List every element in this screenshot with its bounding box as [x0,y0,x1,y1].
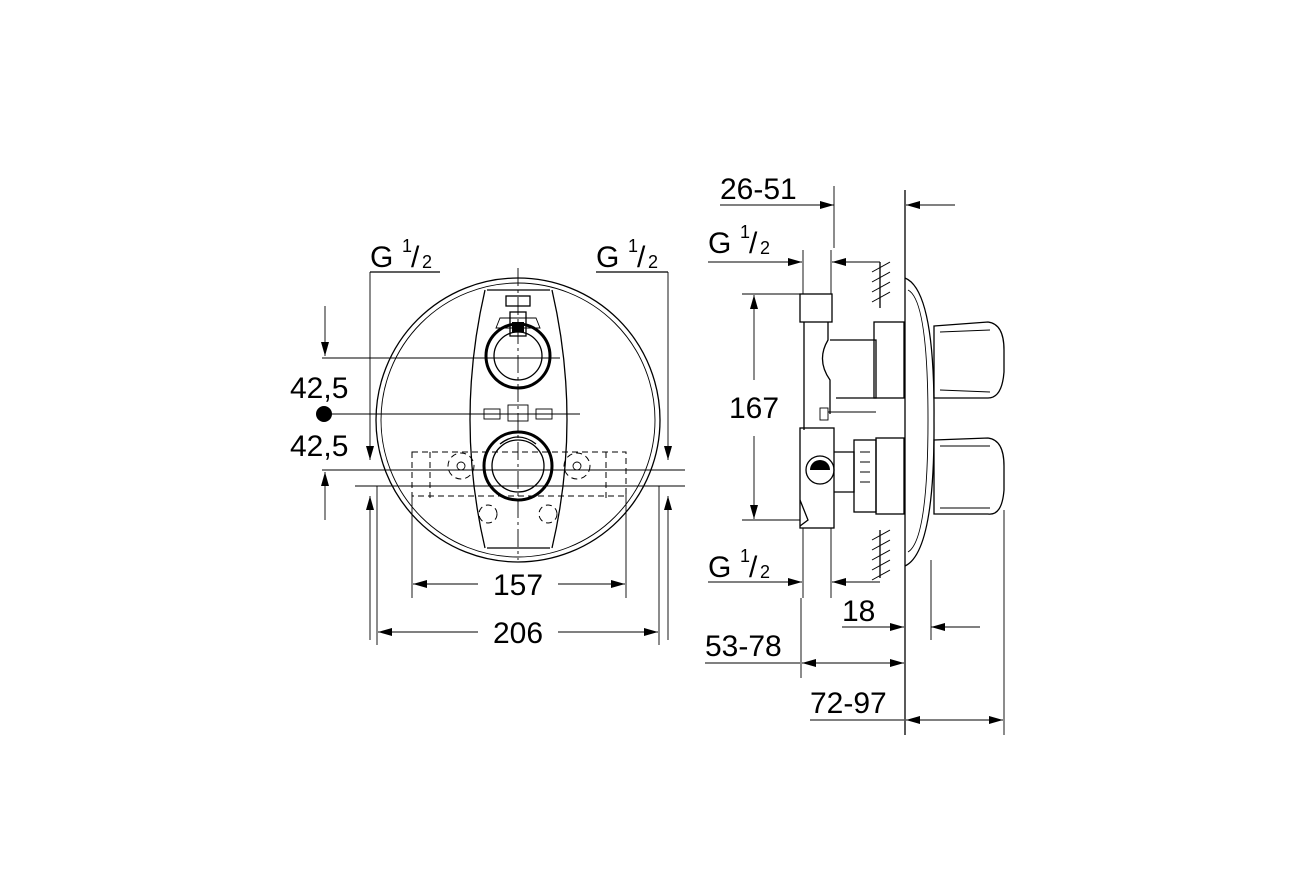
mounting-body-hidden [411,451,627,524]
upper-handle-profile [933,321,1005,399]
width-outer-label: 206 [493,617,543,650]
svg-text:/: / [637,241,646,274]
svg-text:/: / [411,241,420,274]
svg-text:2: 2 [760,562,770,582]
thread-label-bottom: G 1 / 2 [708,546,770,584]
svg-text:G: G [708,227,731,260]
center-point [316,406,332,422]
side-view: 26-51 G 1 / 2 167 G 1 / 2 18 [705,173,1005,735]
wall-hatching-bottom [871,529,891,581]
depth-a-label: 53-78 [705,630,782,663]
lower-handle-profile [933,437,1005,515]
rosette-profile [904,277,935,567]
svg-text:G: G [370,241,393,274]
svg-text:/: / [749,551,758,584]
thread-label-right: G 1 / 2 [596,236,668,274]
svg-text:2: 2 [422,252,432,272]
svg-text:1: 1 [402,236,412,256]
front-view: G 1 / 2 G 1 / 2 42,5 42,5 157 [290,236,685,650]
svg-text:2: 2 [760,238,770,258]
offset-lower-label: 42,5 [290,430,348,463]
svg-text:1: 1 [740,222,750,242]
svg-text:1: 1 [740,546,750,566]
rosette-face [469,289,568,549]
offset-upper-label: 42,5 [290,372,348,405]
thread-label-top: G 1 / 2 [708,222,770,260]
valve-body [799,293,905,529]
svg-text:2: 2 [648,252,658,272]
wall-hatching-top [871,261,891,308]
svg-text:G: G [596,241,619,274]
gap-label: 18 [842,595,875,628]
depth-b-label: 72-97 [810,687,887,720]
svg-text:G: G [708,551,731,584]
svg-text:/: / [749,227,758,260]
svg-text:1: 1 [628,236,638,256]
height-label: 167 [729,392,779,425]
width-inner-label: 157 [493,569,543,602]
thread-label-left: G 1 / 2 [370,236,440,274]
depth-top-label: 26-51 [720,173,797,206]
